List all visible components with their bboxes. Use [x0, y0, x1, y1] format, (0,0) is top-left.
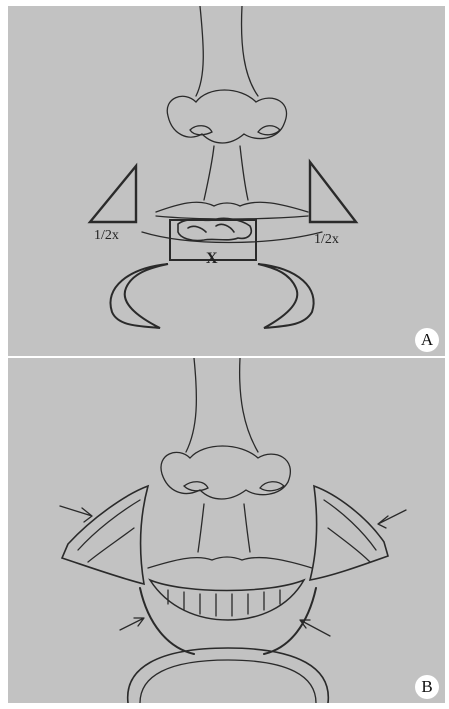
philtrum-right-b — [244, 504, 250, 552]
nose-bridge-left — [196, 6, 203, 96]
annotation-x: X — [206, 250, 218, 268]
philtrum-left-b — [198, 504, 204, 552]
arrow-upper-right — [378, 510, 406, 528]
nose-bridge-right — [242, 6, 258, 96]
upper-lip — [156, 202, 308, 212]
flap-left — [110, 264, 168, 328]
arrow-lower-left — [120, 618, 144, 630]
chin-circle — [128, 648, 329, 703]
philtrum-right — [240, 146, 248, 200]
tumor-mass — [178, 218, 251, 240]
upper-lip-b — [148, 557, 312, 568]
panel-label-a: A — [415, 328, 439, 352]
illustration-b — [8, 358, 445, 703]
nose-bridge-right-b — [240, 358, 258, 452]
flap-left-inner — [78, 500, 140, 562]
teeth — [168, 590, 280, 616]
nostril-left-b — [184, 482, 208, 491]
triangle-left — [90, 166, 136, 222]
panel-a: 1/2x 1/2x X A — [8, 6, 445, 356]
nose-bridge-left-b — [186, 358, 196, 452]
panel-label-b: B — [415, 675, 439, 699]
chin-inner — [140, 660, 316, 703]
mouth-opening — [150, 580, 304, 620]
annotation-right-half-x: 1/2x — [314, 232, 339, 248]
flap-left-b — [62, 486, 148, 584]
panel-b: B — [8, 358, 445, 703]
nostril-left — [190, 126, 212, 135]
flap-right-b — [310, 486, 388, 580]
arrow-lower-right — [300, 620, 330, 636]
illustration-a — [8, 6, 445, 356]
triangle-right — [310, 162, 356, 222]
annotation-left-half-x: 1/2x — [94, 228, 119, 244]
arrow-upper-left — [60, 506, 92, 522]
flap-right — [258, 264, 314, 328]
flap-right-inner — [324, 500, 376, 562]
philtrum-left — [204, 146, 214, 200]
